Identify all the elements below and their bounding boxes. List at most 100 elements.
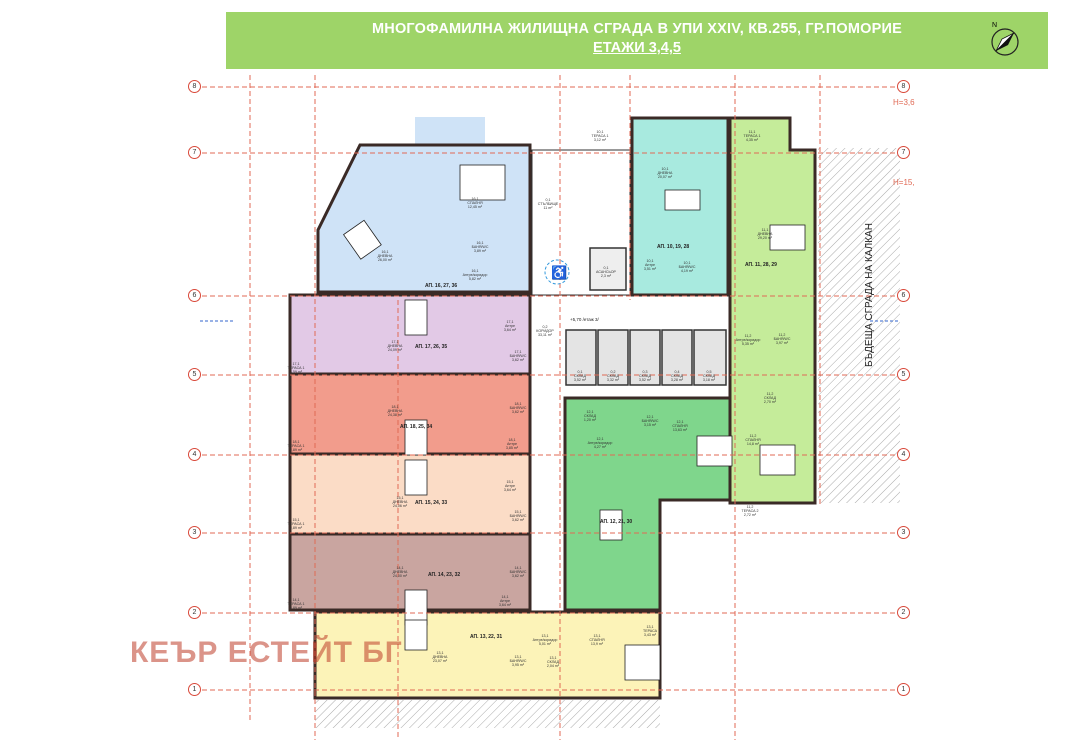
room-area: 14,8 m² bbox=[746, 442, 760, 447]
room-area: 4,27 m² bbox=[593, 445, 607, 450]
room-id: 18,1 bbox=[508, 438, 516, 442]
room-id: 11,1 bbox=[761, 228, 769, 232]
room-id: 15,1 bbox=[506, 480, 514, 484]
room-area: 23,07 m² bbox=[432, 659, 448, 664]
room-name: АСАНСЬОР bbox=[596, 270, 616, 275]
room-id: 17,1 bbox=[514, 350, 522, 354]
room-name: БАНЯ/WC bbox=[509, 354, 527, 359]
room-id: 11,2 bbox=[746, 505, 754, 509]
axis-marker: 7 bbox=[188, 146, 201, 159]
room-id: 18,1 bbox=[391, 405, 399, 409]
room-id: 11,1 bbox=[748, 130, 756, 134]
axis-marker: 4 bbox=[897, 448, 910, 461]
room-area: 13,63 m² bbox=[672, 428, 688, 433]
neighbor-building-label: БЪДЕЩА СГРАДА НА КАЛКАН bbox=[864, 223, 875, 367]
north-arrow-icon: N bbox=[991, 22, 1019, 56]
room-area: 3,59 m² bbox=[289, 370, 303, 375]
height-label: H=15, bbox=[893, 178, 915, 187]
room-area: 3,52 m² bbox=[638, 378, 652, 383]
room-area: 3,95 m² bbox=[511, 663, 525, 668]
svg-text:♿: ♿ bbox=[551, 265, 567, 280]
room-area: 2,04 m² bbox=[546, 664, 560, 669]
room-area: 3,52 m² bbox=[573, 378, 587, 383]
room-id: 0,2 bbox=[542, 325, 548, 329]
room-id: 15,1 bbox=[292, 518, 300, 522]
room-id: 12,1 bbox=[676, 420, 684, 424]
room-area: 2,89 m² bbox=[289, 606, 303, 611]
elevator bbox=[589, 247, 627, 291]
room-name: СПАЛНЯ bbox=[589, 638, 605, 643]
plan-title: МНОГОФАМИЛНА ЖИЛИЩНА СГРАДА В УПИ XXIV, … bbox=[372, 21, 902, 37]
room-name: Антре/коридор bbox=[587, 441, 613, 446]
ground-hatch bbox=[315, 700, 660, 728]
apartment-label: АП. 14, 23, 32 bbox=[428, 572, 461, 578]
room-area: 3,32 m² bbox=[606, 378, 620, 383]
room-area: 24,06 m² bbox=[392, 504, 408, 509]
room-name: Антре/коридор bbox=[462, 273, 488, 278]
room-name: ДНЕВНА bbox=[392, 570, 408, 575]
room-area: 29,20 m² bbox=[757, 236, 773, 241]
room-id: 10,1 bbox=[661, 167, 669, 171]
axis-marker: 8 bbox=[188, 80, 201, 93]
room-area: 3,62 m² bbox=[511, 358, 525, 363]
room-name: Антре/коридор bbox=[532, 638, 558, 643]
room-area: 3,28 m² bbox=[670, 378, 684, 383]
room-name: Антре bbox=[504, 484, 516, 489]
room-area: 3,62 m² bbox=[511, 574, 525, 579]
room-area: 3,18 m² bbox=[702, 378, 716, 383]
room-id: 0,5 bbox=[706, 370, 712, 374]
plan-subtitle: ЕТАЖИ 3,4,5 bbox=[593, 40, 681, 56]
apartment-label: АП. 12, 21, 30 bbox=[600, 519, 633, 525]
room-name: СКЛАД bbox=[639, 374, 651, 379]
room-name: СКЛАД bbox=[764, 396, 776, 401]
room-name: Антре bbox=[499, 599, 511, 604]
room-name: СКЛАД bbox=[703, 374, 715, 379]
room-id: 16,1 bbox=[471, 269, 479, 273]
room-id: 10,1 bbox=[646, 259, 654, 263]
apartment-label: АП. 15, 24, 33 bbox=[415, 500, 448, 506]
room-id: 11,2 bbox=[778, 333, 786, 337]
room-name: БАНЯ/WC bbox=[509, 406, 527, 411]
room-area: 3,51 m² bbox=[643, 267, 657, 272]
room-area: 3,64 m² bbox=[503, 328, 517, 333]
axis-marker: 2 bbox=[188, 606, 201, 619]
room-name: СТЪЛБИЩЕ bbox=[537, 202, 559, 207]
apartment-12 bbox=[565, 398, 730, 610]
room-id: 0,4 bbox=[674, 370, 680, 374]
room-id: 10,1 bbox=[683, 261, 691, 265]
room-name: ДНЕВНА bbox=[657, 171, 673, 176]
room-id: 17,1 bbox=[506, 320, 514, 324]
terrace-16 bbox=[415, 117, 485, 145]
room-name: ДНЕВНА bbox=[387, 344, 403, 349]
room-id: 10,1 bbox=[596, 130, 604, 134]
room-area: 2,89 m² bbox=[289, 448, 303, 453]
room-id: 15,1 bbox=[514, 510, 522, 514]
room-id: 16,1 bbox=[471, 197, 479, 201]
room-name: ДНЕВНА bbox=[387, 409, 403, 414]
room-area: 3,15 m² bbox=[643, 423, 657, 428]
room-area: 2,70 m² bbox=[763, 400, 777, 405]
room-area: 3,12 m² bbox=[593, 138, 607, 143]
room-name: СКЛАД bbox=[584, 414, 596, 419]
room-name: СПАЛНЯ bbox=[467, 201, 483, 206]
room-id: 18,1 bbox=[514, 402, 522, 406]
svg-text:N: N bbox=[992, 22, 997, 29]
room-area: 5,35 m² bbox=[741, 342, 755, 347]
